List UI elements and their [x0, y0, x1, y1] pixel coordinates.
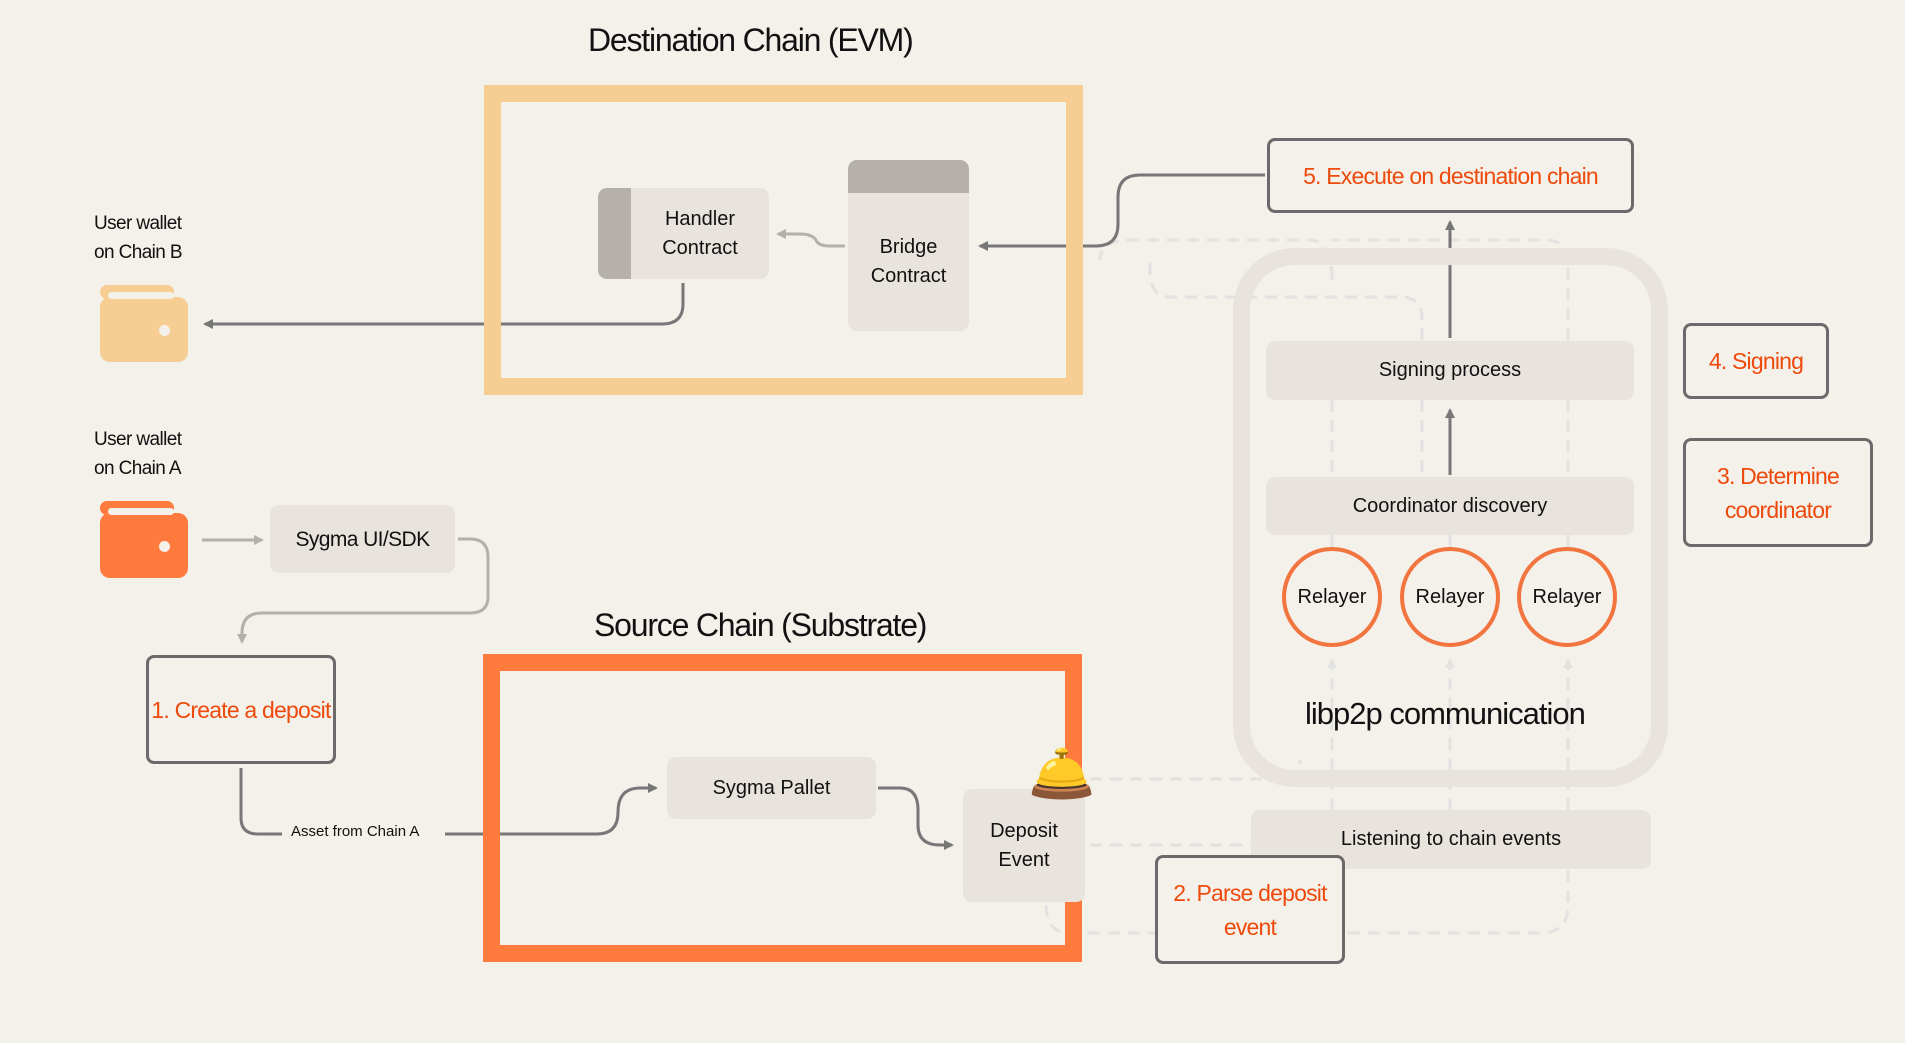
- connector-pallet-to-event: [878, 786, 954, 850]
- destination-chain-box: [484, 85, 1083, 395]
- wallet-a-label-line2: on Chain A: [94, 458, 182, 479]
- step-2-parse-deposit-event: 2. Parse deposit event: [1155, 855, 1345, 964]
- sygma-ui-sdk-node[interactable]: Sygma UI/SDK: [270, 505, 455, 573]
- asset-from-chain-a-label: Asset from Chain A: [291, 823, 420, 840]
- bridge-contract-node[interactable]: Bridge Contract: [848, 160, 969, 331]
- step-3-determine-coordinator: 3. Determine coordinator: [1683, 438, 1873, 547]
- bell-icon: 🛎️: [1028, 744, 1096, 804]
- wallet-b-icon: [100, 285, 188, 362]
- connector-step1-to-label: [239, 768, 282, 836]
- handler-side-bar: [598, 188, 631, 279]
- handler-contract-label: Handler Contract: [662, 207, 738, 259]
- handler-contract-node[interactable]: Handler Contract: [598, 188, 769, 279]
- dashed-link: [1098, 238, 1334, 284]
- wallet-b-label-line2: on Chain B: [94, 242, 183, 263]
- connector-step5-to-bridge: [978, 173, 1265, 251]
- wallet-a-label-line1: User wallet: [94, 429, 182, 450]
- step-1-create-deposit: 1. Create a deposit: [146, 655, 336, 764]
- bridge-contract-label: Bridge Contract: [870, 236, 947, 287]
- relayer-network-container: [1233, 248, 1668, 787]
- connector-bridge-to-handler: [776, 229, 845, 248]
- dashed-link: [1044, 868, 1570, 935]
- destination-chain-title: Destination Chain (EVM): [588, 22, 914, 58]
- relayer-node[interactable]: Relayer: [1517, 547, 1617, 647]
- deposit-event-node[interactable]: Deposit Event: [963, 789, 1085, 902]
- signing-process-node[interactable]: Signing process: [1266, 341, 1634, 400]
- bridge-header-bar: [848, 160, 969, 193]
- wallet-b-label: User wallet on Chain B: [94, 209, 183, 267]
- wallet-a-icon: [100, 501, 188, 578]
- relayer-node[interactable]: Relayer: [1400, 547, 1500, 647]
- wallet-b-label-line1: User wallet: [94, 213, 182, 234]
- wallet-a-label: User wallet on Chain A: [94, 425, 182, 483]
- connector-ui-to-step1: [237, 537, 490, 644]
- step-4-signing: 4. Signing: [1683, 323, 1829, 399]
- connector-handler-to-walletb: [203, 283, 685, 329]
- coordinator-discovery-node[interactable]: Coordinator discovery: [1266, 477, 1634, 535]
- sygma-pallet-node[interactable]: Sygma Pallet: [667, 757, 876, 819]
- step-5-execute: 5. Execute on destination chain: [1267, 138, 1634, 213]
- connector-asset-to-pallet: [445, 783, 658, 836]
- source-chain-title: Source Chain (Substrate): [594, 607, 927, 643]
- relayer-node[interactable]: Relayer: [1282, 547, 1382, 647]
- libp2p-label: libp2p communication: [1305, 696, 1586, 731]
